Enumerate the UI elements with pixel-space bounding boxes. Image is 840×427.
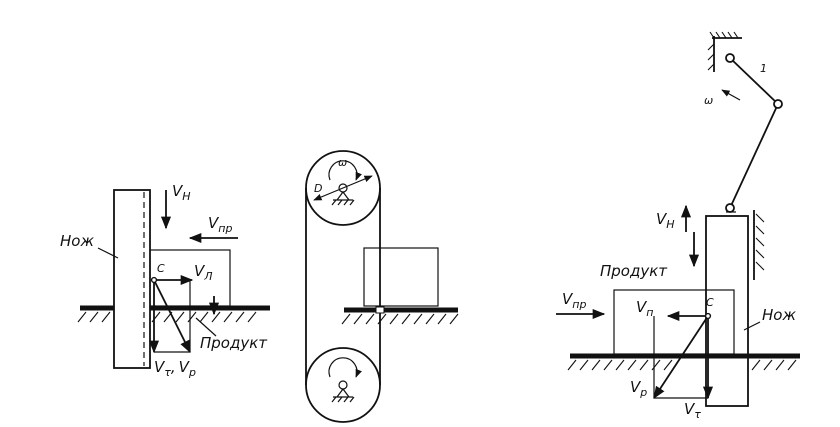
right-figure: 1 ω VН Продукт Vпр Vп C Нож Vр [556, 31, 800, 421]
middle-product-block [363, 247, 439, 307]
right-vpr-label: Vпр [562, 290, 586, 311]
left-knife [113, 189, 151, 369]
top-pulley [305, 150, 381, 226]
right-point-c-label: C [706, 296, 714, 309]
left-vtau-vr-label: Vτ,Vр [154, 358, 196, 379]
left-product-label: Продукт [200, 334, 268, 352]
left-floor-hatch [77, 305, 270, 323]
right-omega-label: ω [704, 94, 713, 107]
top-omega-label: ω [338, 156, 347, 169]
left-vl-label: VЛ [194, 262, 213, 283]
left-figure: Нож VН Vпр VЛ C Продукт Vτ,Vр [60, 182, 270, 379]
right-product-label: Продукт [600, 262, 668, 280]
right-knife [705, 215, 749, 407]
right-vr-arrow [653, 315, 709, 400]
connecting-rod [729, 103, 779, 209]
right-vp-label: Vп [636, 298, 653, 319]
bottom-pulley [305, 347, 381, 423]
crank-number-label: 1 [760, 62, 767, 75]
right-knife-label: Нож [762, 306, 796, 324]
left-vpr-label: Vпр [208, 214, 232, 235]
crank-link [729, 57, 779, 105]
point-d-label: D [314, 182, 322, 195]
middle-figure: ω D [305, 150, 459, 423]
right-vr-label: Vр [630, 378, 647, 399]
left-point-c-label: C [157, 262, 165, 275]
left-vr-arrow [153, 279, 191, 354]
left-vn-label: VН [172, 182, 191, 203]
right-vn-label: VН [656, 210, 675, 231]
left-knife-label: Нож [60, 232, 94, 250]
right-vtau-label: Vτ [684, 400, 701, 421]
